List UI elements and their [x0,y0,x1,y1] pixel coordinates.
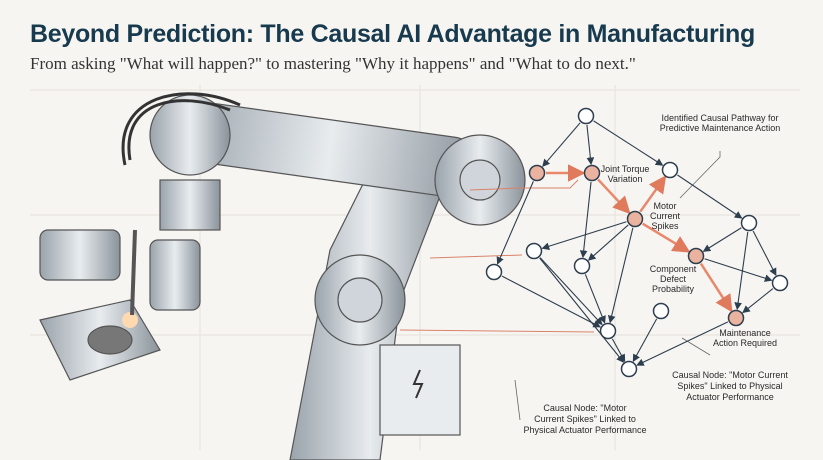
causal-edge [611,338,626,363]
causal-node [740,214,758,232]
page-title: Beyond Prediction: The Causal AI Advanta… [30,20,755,48]
causal-edge-highlighted [699,262,733,313]
causal-edge [496,181,534,265]
svg-text:Causal Node: "Motor Current: Causal Node: "Motor Current [672,370,788,380]
svg-text:Action Required: Action Required [713,338,777,348]
causal-node-highlighted [583,164,601,182]
causal-node [620,360,638,378]
causal-edges [496,120,777,366]
svg-text:Variation: Variation [608,174,643,184]
annotation-pathway: Identified Causal Pathway for Predictive… [660,113,781,133]
page-subtitle: From asking "What will happen?" to maste… [30,54,636,73]
causal-edge [501,275,601,328]
causal-edge [742,288,774,314]
causal-node-highlighted [687,247,705,265]
node-label-maintenance: Maintenance Action Required [713,328,777,348]
svg-text:Defect: Defect [660,274,687,284]
svg-text:Probability: Probability [652,284,695,294]
svg-text:Spikes" Linked to Physical: Spikes" Linked to Physical [677,381,782,391]
svg-text:Current: Current [650,211,681,221]
causal-edge [587,224,629,261]
node-label-motor: Motor Current Spikes [650,201,681,231]
causal-edge [541,221,627,250]
causal-edge [586,124,595,166]
causal-node-highlighted [528,164,546,182]
svg-text:Current Spikes" Linked to: Current Spikes" Linked to [534,414,636,424]
causal-node [577,107,595,125]
svg-text:Predictive Maintenance Action: Predictive Maintenance Action [660,123,781,133]
svg-text:Joint Torque: Joint Torque [601,164,650,174]
svg-text:Causal Node: "Motor: Causal Node: "Motor [543,403,626,413]
causal-edge [607,227,634,324]
causal-edge-highlighted [642,222,691,253]
causal-node-highlighted [727,309,745,327]
causal-edge-highlighted [639,175,667,213]
causal-node [485,263,503,281]
causal-node [525,242,543,260]
causal-edge [752,230,777,276]
pointer-lines [399,179,595,333]
svg-text:Physical Actuator Performance: Physical Actuator Performance [523,425,646,435]
causal-edge [593,120,664,166]
causal-node-highlighted [626,210,644,228]
robot-arm [39,92,526,460]
causal-edge [677,174,743,219]
causal-edge-highlighted [597,178,631,215]
svg-text:Motor: Motor [653,201,676,211]
causal-edge [632,318,658,363]
node-label-component: Component Defect Probability [650,264,697,294]
causal-edge [704,258,773,282]
causal-edge [702,227,742,252]
causal-node [599,322,617,340]
svg-text:Maintenance: Maintenance [719,328,771,338]
causal-edge [542,122,581,168]
annotation-node-right: Causal Node: "Motor Current Spikes" Link… [672,370,788,402]
causal-node [652,302,670,320]
causal-edge [636,321,729,366]
causal-edge [539,257,603,326]
causal-node [573,257,591,275]
svg-text:Identified Causal Pathway for: Identified Causal Pathway for [661,113,778,123]
causal-node [771,274,789,292]
causal-node [661,161,679,179]
causal-edge [539,257,625,363]
annotation-node-bottom: Causal Node: "Motor Current Spikes" Link… [523,403,646,435]
causal-edge [579,181,592,259]
svg-text:Actuator Performance: Actuator Performance [686,392,774,402]
svg-text:Spikes: Spikes [651,221,679,231]
causal-edge [584,274,606,324]
svg-text:Component: Component [650,264,697,274]
causal-nodes [485,107,789,378]
node-label-joint: Joint Torque Variation [601,164,650,184]
